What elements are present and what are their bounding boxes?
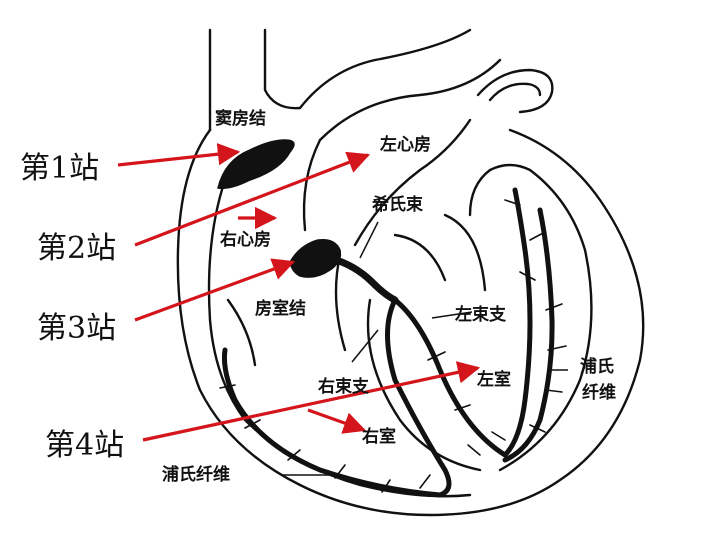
label-purkinje-bottom: 浦氏纤维 [162, 464, 230, 485]
left-atrium-floor [353, 118, 472, 247]
heart-outline [176, 28, 645, 517]
left-bundle-branch-path [392, 187, 533, 458]
sa-node-shape [217, 139, 295, 190]
right-ventricle-trabecula [226, 298, 257, 367]
arrow-station-2-left-atrium [134, 151, 371, 247]
leader-lines [282, 221, 568, 476]
station-arrows [117, 143, 481, 442]
label-sinoatrial-node: 窦房结 [215, 108, 266, 129]
aorta-upper-wall [298, 28, 472, 110]
right-bundle-branch-path [222, 297, 452, 498]
station-1-label: 第1站 [20, 151, 99, 186]
label-right-atrium: 右心房 [220, 229, 271, 250]
vena-cava-right-wall [263, 28, 302, 110]
arrow-station-1 [117, 143, 241, 167]
bundle-of-his-path [326, 254, 399, 304]
arrow-station-4-left-ventricle [142, 361, 481, 442]
his-leader [359, 221, 379, 259]
tricuspid-leaflet [334, 253, 347, 352]
label-right-ventricle: 右室 [362, 426, 396, 447]
left-bundle-leader [431, 311, 473, 319]
anatomy-labels: 窦房结 左心房 希氏束 右心房 房室结 左束支 右束支 左室 右室 浦氏 纤维 … [162, 108, 616, 485]
label-left-ventricle: 左室 [477, 369, 511, 390]
purkinje-right-main [502, 207, 555, 463]
station-4-label: 第4站 [45, 428, 124, 463]
conduction-system [217, 139, 567, 498]
station-labels: 第1站 第2站 第3站 第4站 [20, 151, 124, 463]
right-bundle-leader [351, 329, 379, 363]
label-right-bundle-branch: 右束支 [318, 376, 370, 397]
pulmonary-vessel-inner [488, 82, 542, 102]
mitral-leaflet-right [443, 213, 487, 292]
pulmonary-vessel-outer [476, 68, 554, 114]
mitral-leaflet-left [393, 233, 447, 282]
inner-right-wall [207, 178, 472, 498]
label-left-atrium: 左心房 [380, 134, 431, 155]
inner-left-wall [468, 163, 593, 472]
atrial-septum [302, 138, 322, 232]
label-bundle-of-his: 希氏束 [372, 194, 423, 215]
station-3-label: 第3站 [37, 311, 116, 346]
septum-left-edge [366, 298, 482, 472]
arrow-station-3 [134, 258, 296, 322]
label-left-bundle-branch: 左束支 [455, 304, 507, 325]
label-purkinje-right-line2: 纤维 [582, 382, 616, 403]
purkinje-branches [219, 199, 567, 493]
label-av-node: 房室结 [255, 298, 306, 319]
outer-heart-wall [176, 128, 645, 517]
arrow-station-4-right-ventricle [307, 408, 367, 434]
aorta-lower-wall [318, 58, 502, 142]
label-purkinje-right-line1: 浦氏 [580, 356, 614, 377]
station-2-label: 第2站 [37, 231, 116, 266]
